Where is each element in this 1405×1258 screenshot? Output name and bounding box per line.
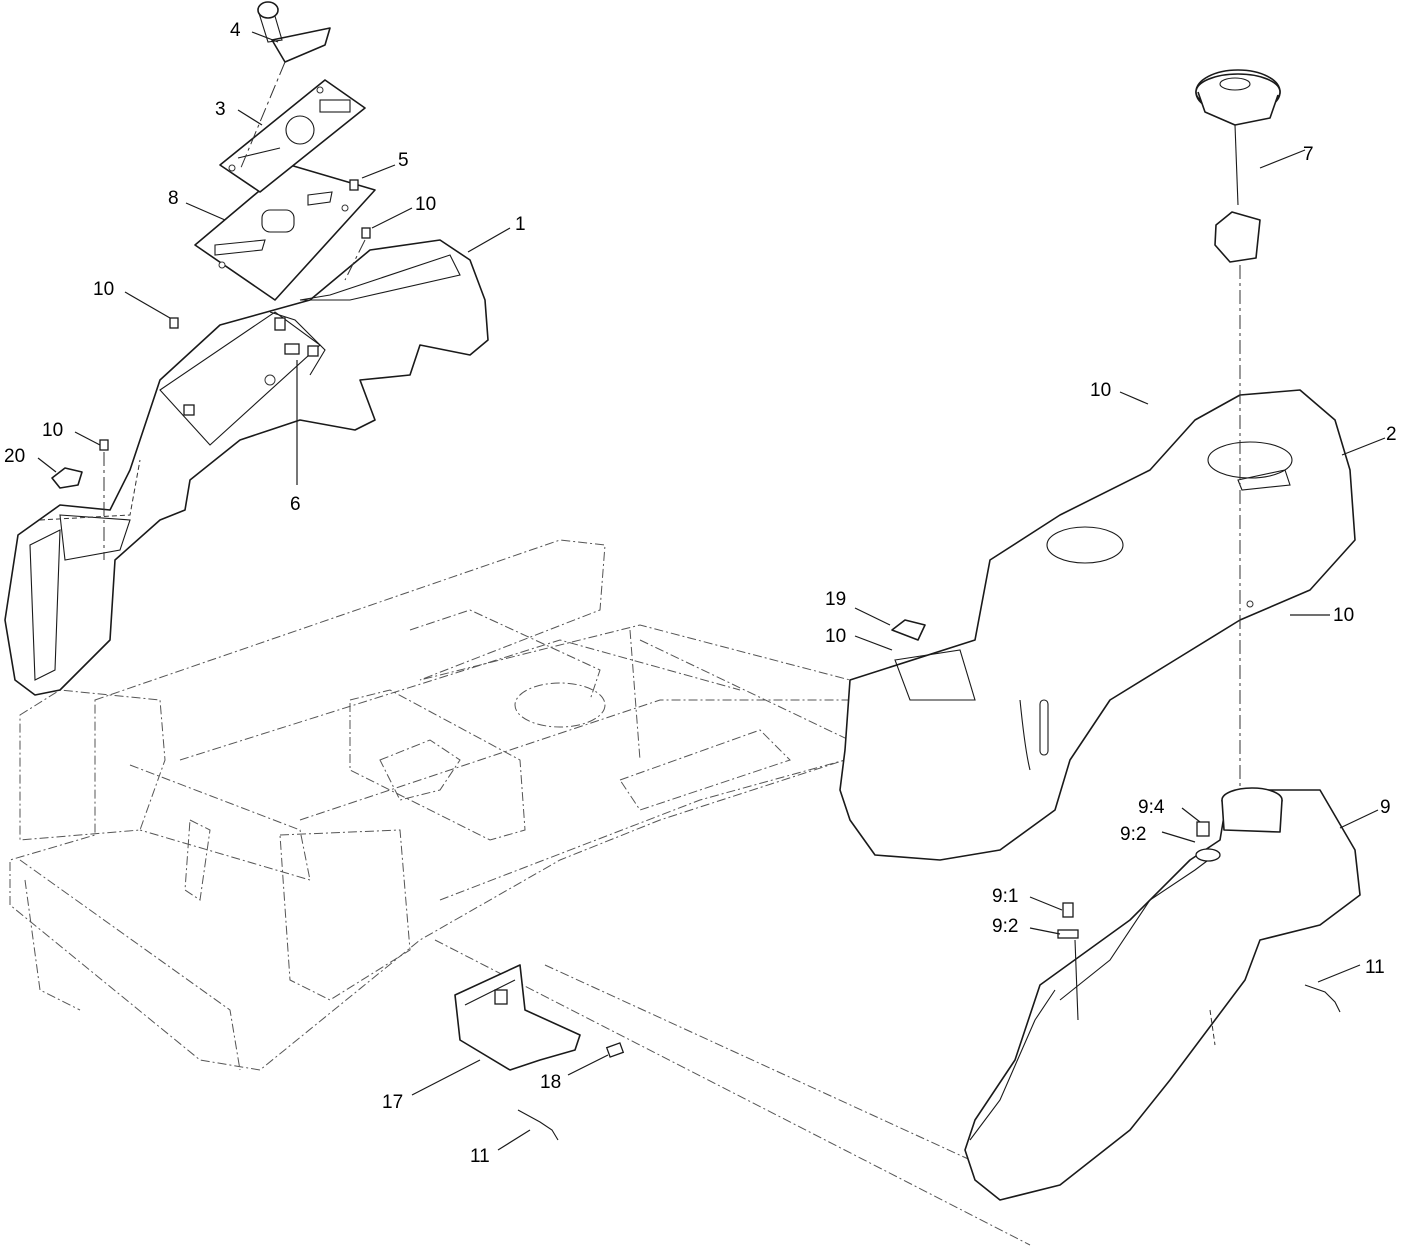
callout-2: 2 [1386,424,1397,445]
callout-4: 4 [230,20,241,41]
bracket-bolt [605,1042,625,1058]
fuel-cap [1195,69,1281,800]
callout-18: 18 [540,1072,561,1093]
callout-9-1: 9:1 [992,886,1018,907]
callout-5: 5 [398,150,409,171]
callout-3: 3 [215,99,226,120]
callout-19: 19 [825,589,846,610]
callout-labels: 4 3 5 8 10 1 10 10 20 6 7 10 2 19 10 10 … [4,20,1397,1167]
callout-11-right: 11 [1365,957,1385,978]
callout-10-right: 10 [1333,605,1354,626]
callout-7: 7 [1303,144,1314,165]
leader-lines [37,31,1386,1151]
callout-10-top: 10 [415,194,436,215]
fasteners-upper-left [99,179,371,560]
callout-8: 8 [168,188,179,209]
callout-9: 9 [1380,797,1391,818]
left-console-fender [4,239,489,696]
callout-1: 1 [515,214,526,235]
throttle-lever [239,1,331,171]
callout-20: 20 [4,446,25,467]
callout-10-left: 10 [93,279,114,300]
tank-bracket [454,964,581,1071]
callout-10-mid: 10 [825,626,846,647]
callout-6: 6 [290,494,301,515]
right-fender [839,389,1356,861]
callout-17: 17 [382,1092,403,1113]
callout-10-left-low: 10 [42,420,63,441]
fuel-tank [964,787,1361,1201]
callout-9-4: 9:4 [1138,797,1165,818]
fender-cap [891,619,926,641]
callout-10-right-top: 10 [1090,380,1111,401]
callout-9-2-lower: 9:2 [992,916,1018,937]
callout-9-2-upper: 9:2 [1120,824,1146,845]
hose-clips [517,984,1341,1141]
decal [219,79,366,193]
callout-11-bottom: 11 [470,1146,490,1167]
knob-cap [51,467,83,489]
chassis-frame [9,539,1031,1246]
